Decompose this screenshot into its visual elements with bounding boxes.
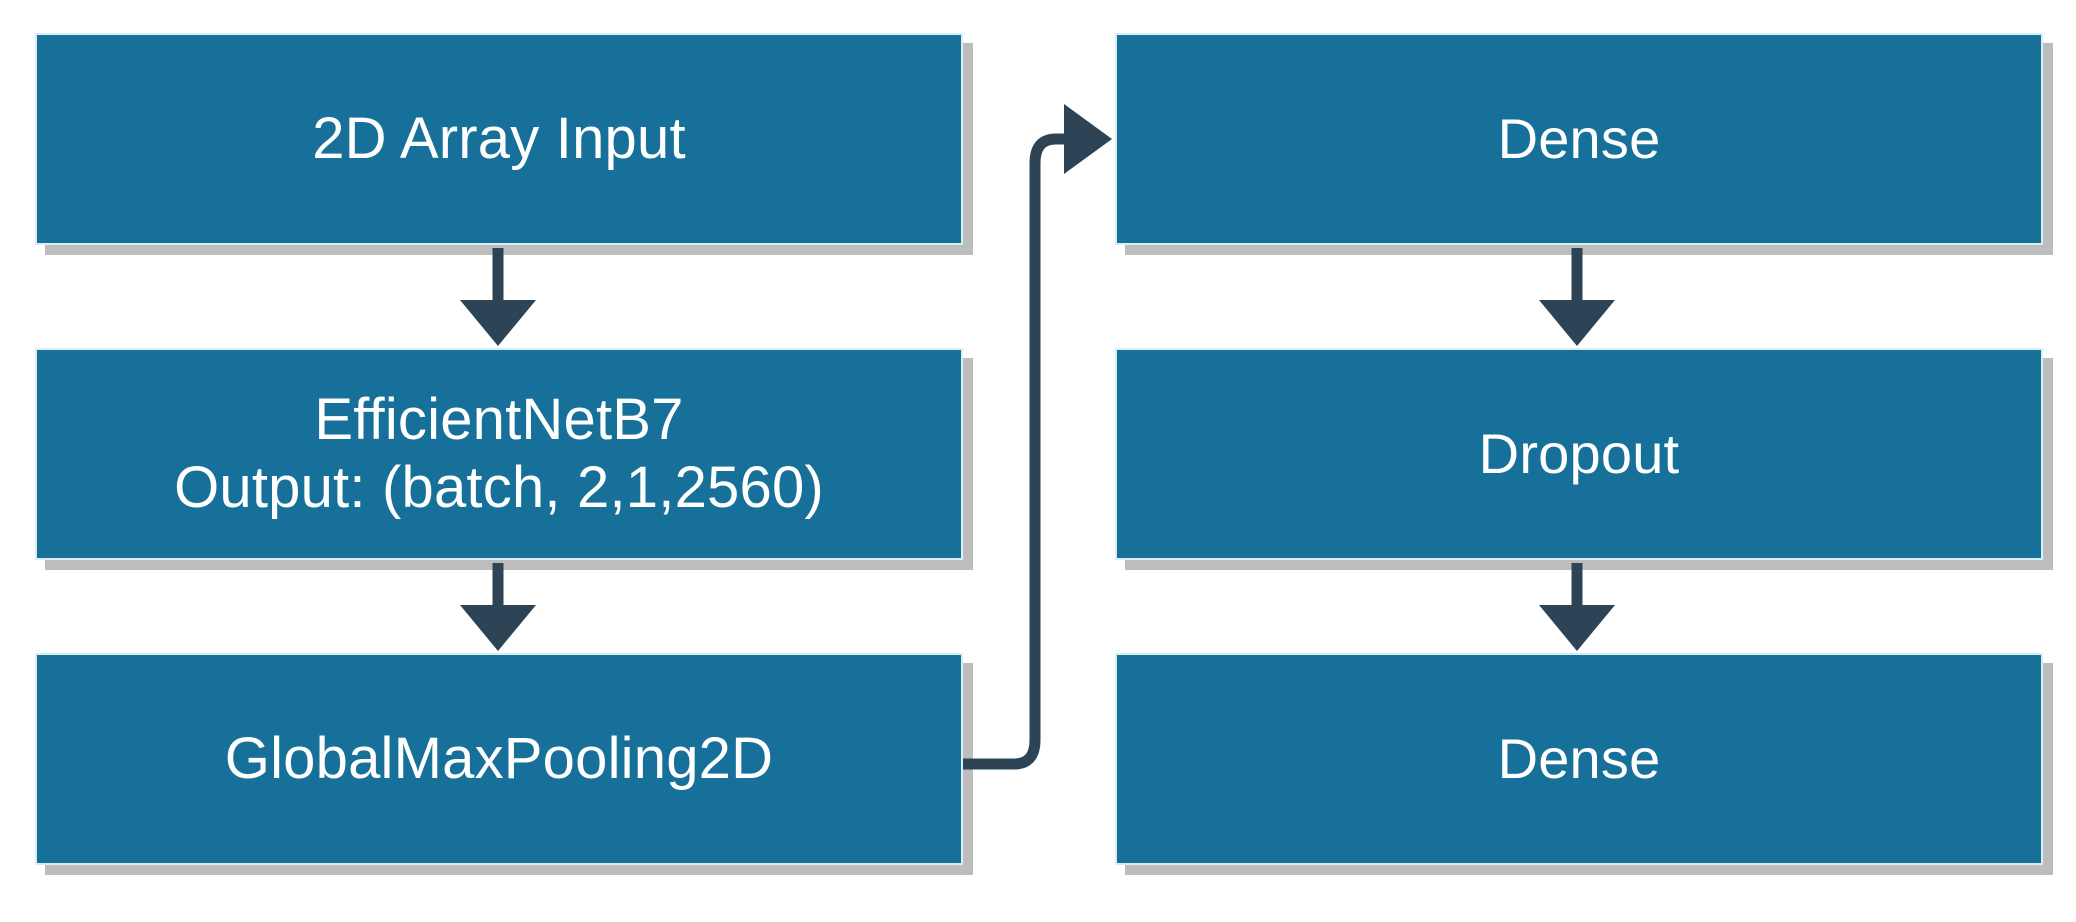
node-dense-1[interactable]: Dense <box>1115 33 2043 245</box>
node-dense-1-label: Dense <box>1497 106 1661 170</box>
node-input-label: 2D Array Input <box>312 105 686 171</box>
node-dense-2[interactable]: Dense <box>1115 653 2043 865</box>
node-globalmaxpooling2d-label: GlobalMaxPooling2D <box>224 725 774 791</box>
connector-input-to-efficientnetb7 <box>460 248 536 346</box>
connector-dense-1-to-dropout <box>1539 248 1615 346</box>
node-efficientnetb7[interactable]: EfficientNetB7 Output: (batch, 2,1,2560) <box>35 348 963 560</box>
node-efficientnetb7-label: EfficientNetB7 Output: (batch, 2,1,2560) <box>174 386 824 520</box>
node-input[interactable]: 2D Array Input <box>35 33 963 245</box>
node-dropout-label: Dropout <box>1478 421 1680 485</box>
connector-globalmaxpooling2d-to-dense-1 <box>963 104 1112 770</box>
node-globalmaxpooling2d[interactable]: GlobalMaxPooling2D <box>35 653 963 865</box>
connector-efficientnetb7-to-globalmaxpooling2d <box>460 563 536 651</box>
node-dropout[interactable]: Dropout <box>1115 348 2043 560</box>
node-dense-2-label: Dense <box>1497 726 1661 790</box>
connector-dropout-to-dense-2 <box>1539 563 1615 651</box>
